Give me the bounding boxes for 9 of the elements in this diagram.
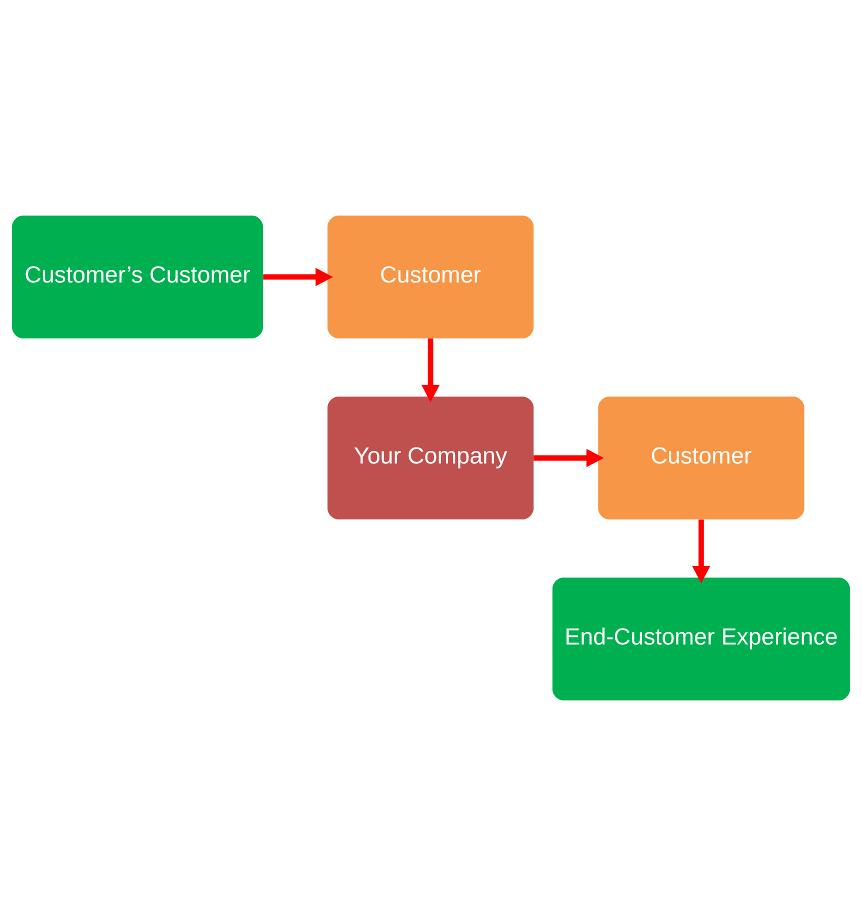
arrow <box>692 519 710 583</box>
node-box: End-Customer Experience <box>552 577 850 700</box>
arrow <box>263 267 333 286</box>
arrow <box>421 338 440 402</box>
node-box: Customer <box>328 215 534 338</box>
arrow <box>534 448 604 467</box>
node-box: Customer <box>598 396 804 519</box>
node-box: Your Company <box>328 396 534 519</box>
node-box: Customer’s Customer <box>12 215 263 338</box>
